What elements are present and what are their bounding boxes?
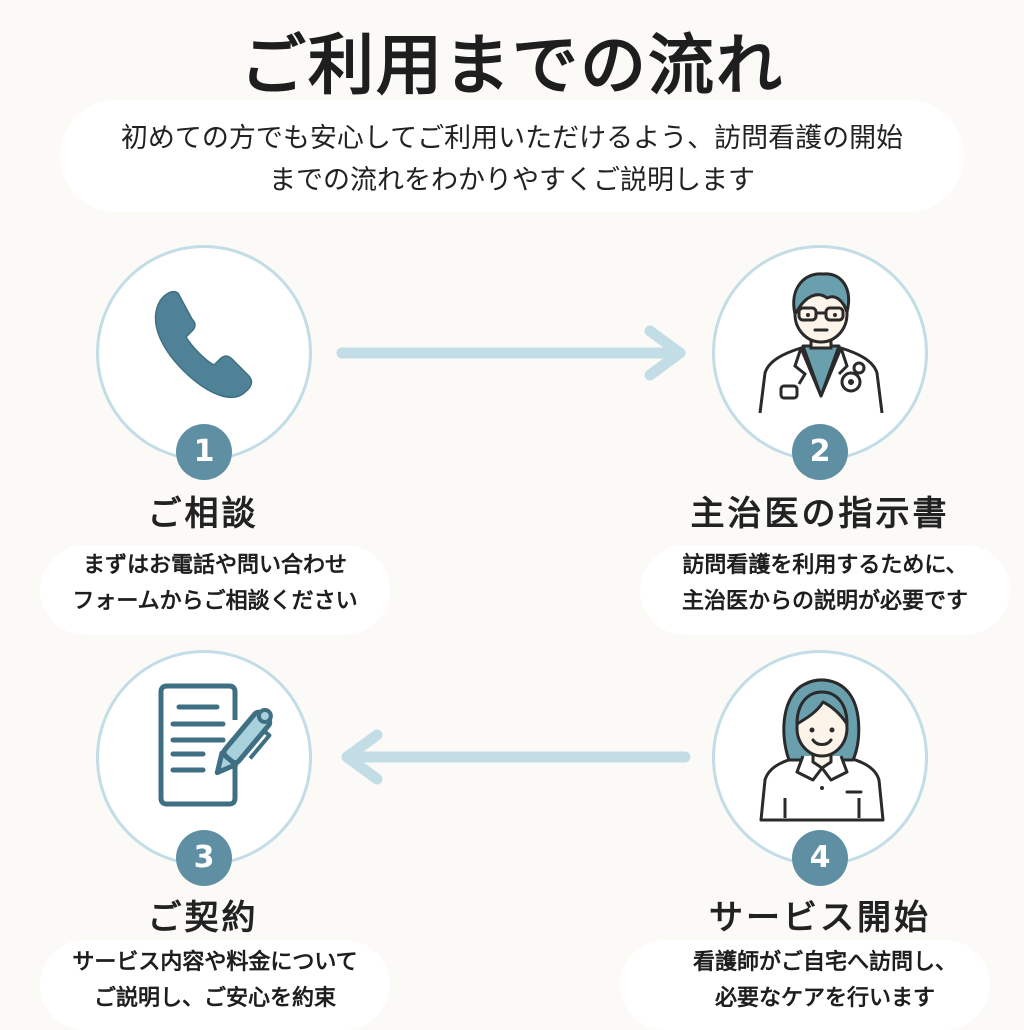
page-title: ご利用までの流れ xyxy=(240,27,784,104)
step-1-title: ご相談 xyxy=(147,494,259,534)
subtitle-background xyxy=(60,100,964,212)
doctor-icon xyxy=(758,272,884,414)
step-2-desc-line-1: 訪問看護を利用するために、 xyxy=(682,553,968,578)
phone-icon xyxy=(154,291,253,398)
contract-document-icon xyxy=(158,683,273,807)
step-1-desc-line-1: まずはお電話や問い合わせ xyxy=(82,553,347,578)
step-4-description: 看護師がご自宅へ訪問し、 必要なケアを行います xyxy=(640,945,1010,1017)
step-1-description: まずはお電話や問い合わせ フォームからご相談ください xyxy=(30,548,400,620)
step-4-desc-line-1: 看護師がご自宅へ訪問し、 xyxy=(692,950,957,975)
step-1-desc-background xyxy=(40,545,390,635)
subtitle: 初めての方でも安心してご利用いただけるよう、訪問看護の開始 までの流れをわかりや… xyxy=(30,118,994,202)
step-4-desc-line-2: 必要なケアを行います xyxy=(714,986,935,1011)
step-4-number-badge: 4 xyxy=(792,830,848,886)
step-4-title: サービス開始 xyxy=(709,898,931,938)
arrow-right-icon xyxy=(336,325,686,381)
step-2-description: 訪問看護を利用するために、 主治医からの説明が必要です xyxy=(640,548,1010,620)
arrow-left-icon xyxy=(341,729,691,785)
step-3-title: ご契約 xyxy=(147,898,259,938)
step-3-desc-line-1: サービス内容や料金について xyxy=(72,950,358,975)
subtitle-line-1: 初めての方でも安心してご利用いただけるよう、訪問看護の開始 xyxy=(120,123,904,154)
nurse-icon xyxy=(759,678,885,822)
step-3-number-badge: 3 xyxy=(176,830,232,886)
step-3-desc-background xyxy=(40,940,390,1030)
step-2-desc-background xyxy=(640,545,1010,635)
step-2-desc-line-2: 主治医からの説明が必要です xyxy=(681,589,968,614)
step-1-desc-line-2: フォームからご相談ください xyxy=(72,589,358,614)
step-2-title: 主治医の指示書 xyxy=(690,494,950,534)
step-3-description: サービス内容や料金について ご説明し、ご安心を約束 xyxy=(30,945,400,1017)
subtitle-line-2: までの流れをわかりやすくご説明します xyxy=(269,165,755,196)
step-4-desc-background xyxy=(620,940,990,1030)
step-1-number-badge: 1 xyxy=(176,424,232,480)
step-3-desc-line-2: ご説明し、ご安心を約束 xyxy=(93,986,336,1011)
step-2-number-badge: 2 xyxy=(792,424,848,480)
